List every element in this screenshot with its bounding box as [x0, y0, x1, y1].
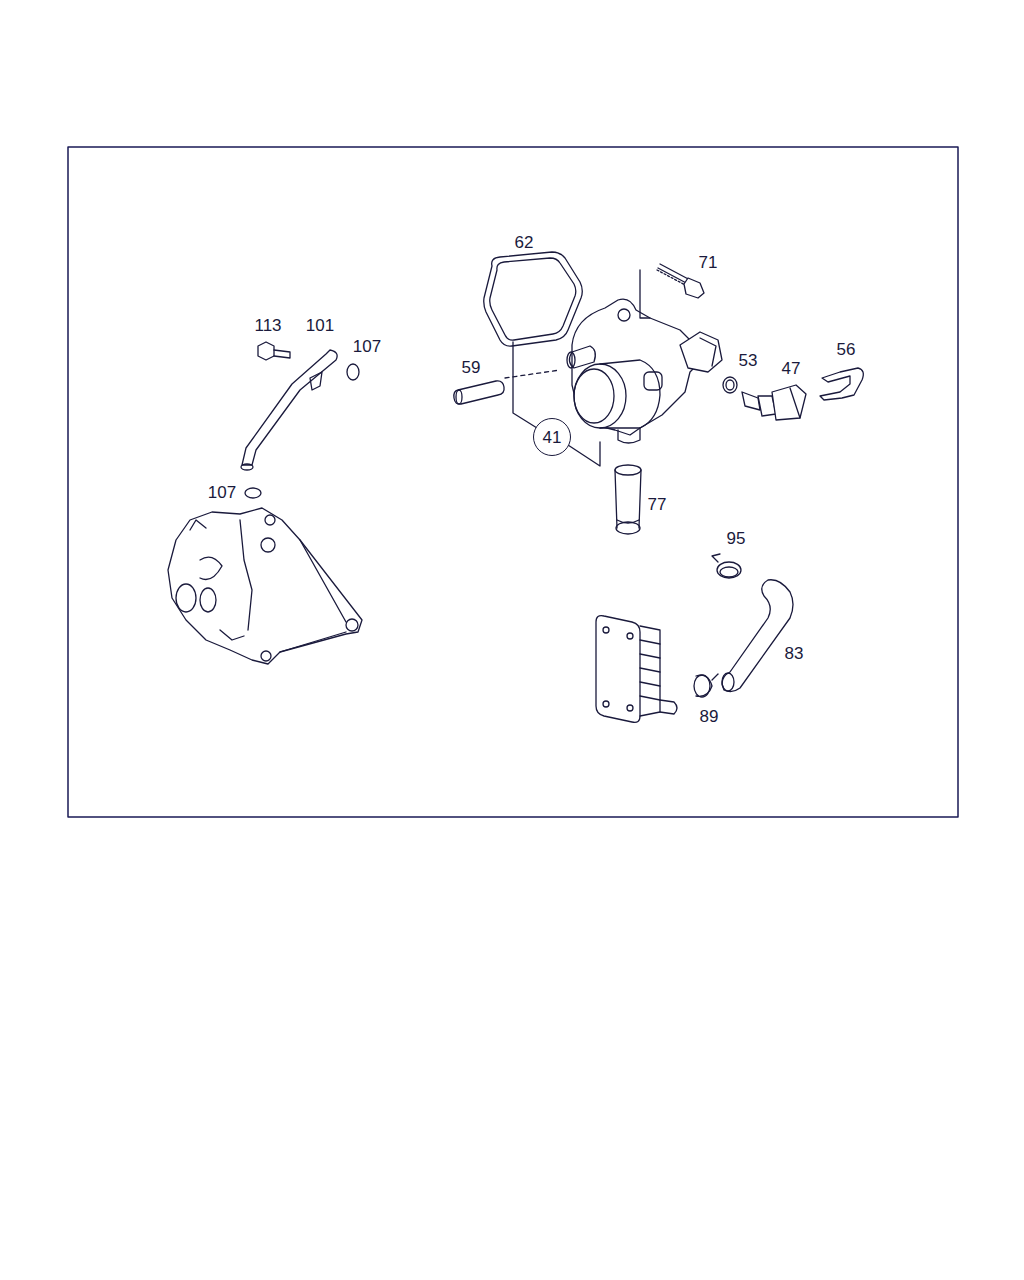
callout-number: 95 [727, 530, 746, 547]
seal-ring [245, 488, 261, 498]
callout-number: 62 [515, 234, 534, 251]
vacuum-pump [168, 508, 362, 664]
callout-number: 113 [254, 317, 281, 334]
callout-number: 101 [306, 317, 334, 334]
callout-circle: 41 [533, 418, 571, 456]
seal-ring [347, 364, 359, 380]
gasket [484, 252, 583, 346]
pin [454, 381, 504, 404]
coolant-hose [722, 580, 793, 692]
callout-number: 53 [739, 352, 758, 369]
callout-number: 41 [543, 429, 562, 446]
callout-number: 56 [837, 341, 856, 358]
spring-clamp [694, 674, 718, 697]
hose-clamp [712, 554, 741, 578]
callout-number: 107 [208, 484, 236, 501]
temperature-sensor [742, 385, 806, 420]
frame [68, 147, 958, 817]
oil-cooler [596, 616, 677, 723]
callout-number: 59 [462, 359, 481, 376]
callout-number: 89 [700, 708, 719, 725]
thermostat-housing [567, 270, 722, 443]
callout-number: 71 [699, 254, 718, 271]
bolt [657, 264, 704, 298]
oil-pipe [242, 350, 337, 465]
callout-number: 47 [782, 360, 801, 377]
bolt [258, 342, 290, 360]
callout-number: 107 [353, 338, 381, 355]
seal-ring [723, 377, 737, 393]
retaining-clip [820, 368, 863, 400]
callout-number: 77 [648, 496, 667, 513]
callout-number: 83 [785, 645, 804, 662]
connecting-tube [615, 465, 641, 534]
